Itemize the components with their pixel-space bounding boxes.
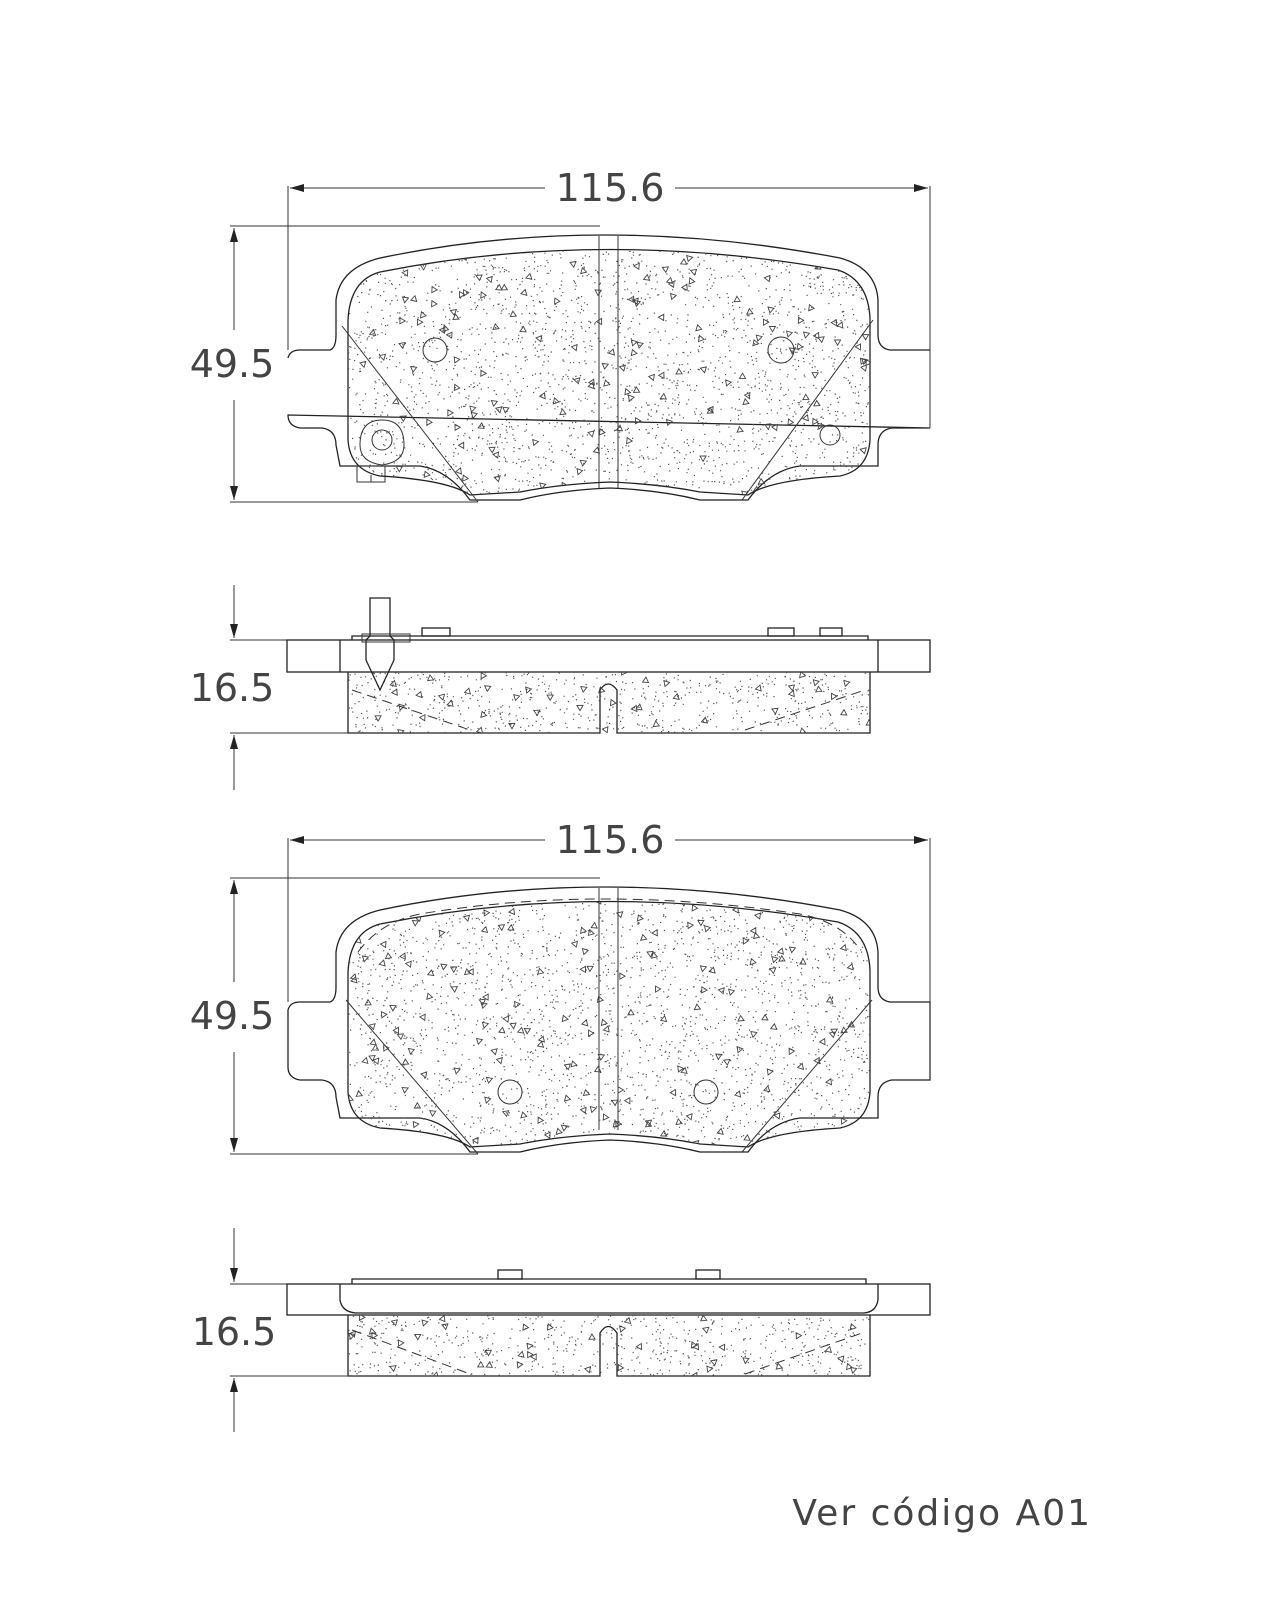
height-label: 49.5: [190, 342, 275, 386]
height-dimension: 49.5: [190, 225, 600, 503]
backing-plate: [287, 234, 931, 501]
face-view-2: 115.6 49.5: [190, 818, 931, 1155]
friction-texture: [348, 1315, 870, 1376]
width-dimension: 115.6: [287, 166, 931, 428]
friction-material-outline: [347, 900, 871, 1148]
width-label: 115.6: [556, 818, 665, 862]
thickness-label: 16.5: [190, 666, 275, 710]
height-dimension: 49.5: [190, 877, 600, 1155]
thickness-dimension: 16.5: [192, 1228, 348, 1432]
friction-side: [347, 672, 871, 734]
wear-sensor-side: [365, 597, 395, 692]
height-label: 49.5: [190, 994, 275, 1038]
friction-texture: [348, 901, 870, 1147]
chamfer-and-slot-lines: [341, 236, 874, 503]
friction-material-outline: [347, 248, 871, 496]
wear-sensor: [356, 419, 405, 483]
width-dimension: 115.6: [287, 818, 931, 1080]
friction-texture: [348, 672, 870, 733]
side-view-1: 16.5: [190, 585, 931, 790]
face-view-1: 115.6 49.5: [190, 166, 931, 503]
locating-holes: [422, 336, 841, 446]
thickness-label: 16.5: [192, 1310, 277, 1354]
thickness-dimension: 16.5: [190, 585, 348, 790]
backing-plate: [287, 886, 931, 1153]
friction-texture: [348, 249, 870, 495]
side-view-2: 16.5: [192, 1228, 931, 1432]
reference-note: Ver código A01: [792, 1493, 1092, 1534]
backing-plate-side: [286, 639, 931, 673]
width-label: 115.6: [556, 166, 665, 210]
